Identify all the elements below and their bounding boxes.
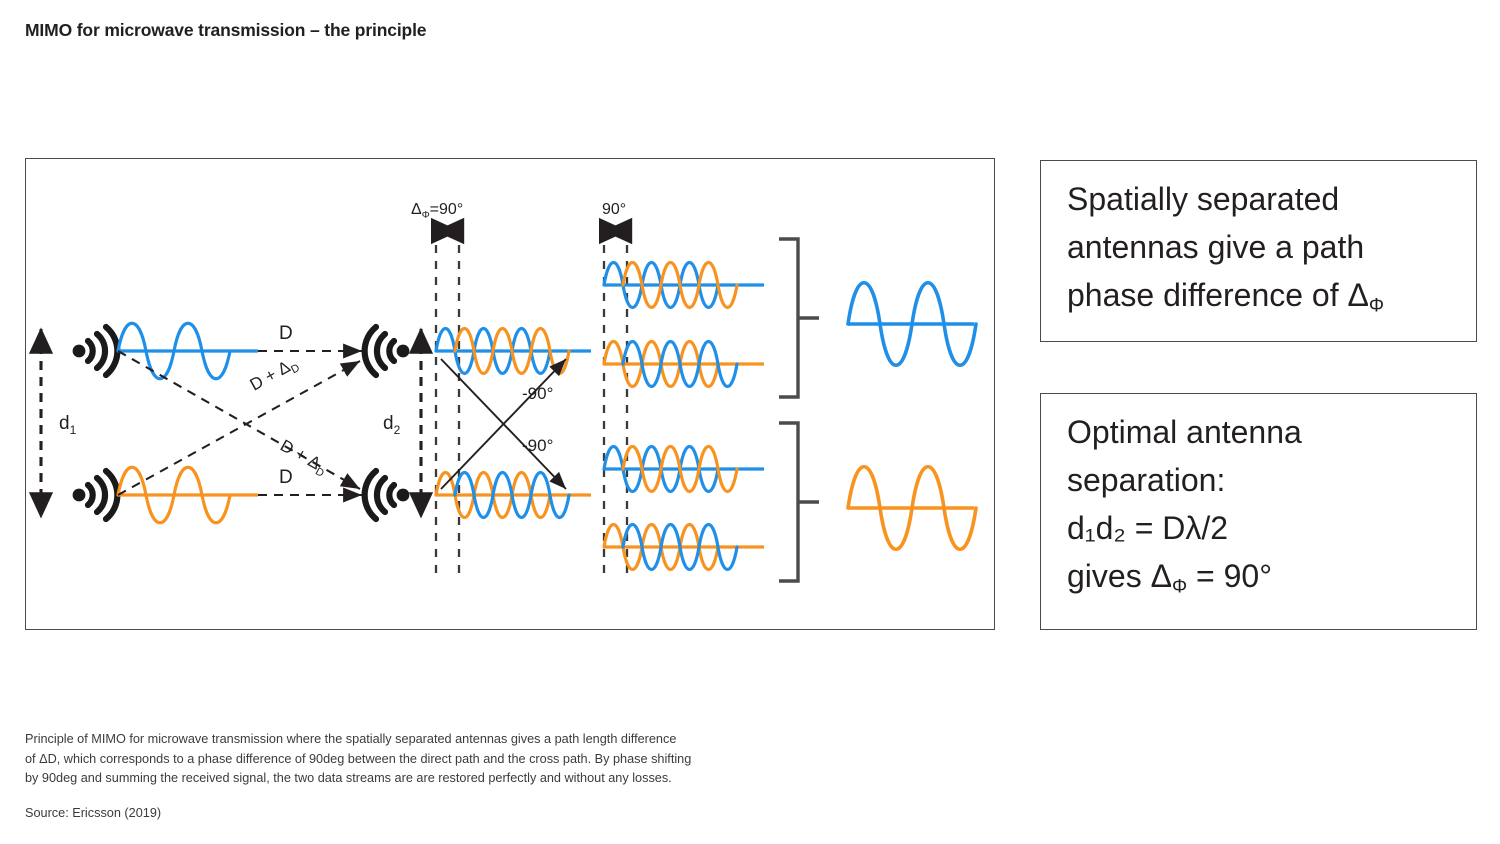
phase-shift-arrow-up: [440, 358, 567, 490]
receive-antenna-top: [361, 323, 410, 379]
label-d1: d1: [59, 413, 77, 437]
callout-2-line-4: gives ΔΦ = 90°: [1067, 552, 1450, 611]
callout-1-line-3: phase difference of ΔΦ: [1067, 271, 1450, 330]
transmit-antenna-top: [72, 323, 121, 379]
label-path-cross-up: D + ΔD: [247, 353, 302, 397]
callout-spatial-separation: Spatially separated antennas give a path…: [1040, 160, 1477, 342]
rx-mixed-top: [434, 327, 591, 375]
shifted-pair-1: [602, 261, 764, 309]
caption-line-2: of ΔD, which corresponds to a phase diff…: [25, 751, 692, 766]
label-shift-top: -90°: [522, 384, 553, 403]
tx-wave-blue: [116, 321, 258, 381]
caption-line-1: Principle of MIMO for microwave transmis…: [25, 732, 677, 746]
caption-line-3: by 90deg and summing the received signal…: [25, 771, 672, 785]
source-line: Source: Ericsson (2019): [25, 806, 162, 820]
callout-1-line-2: antennas give a path: [1067, 229, 1365, 265]
receive-antenna-bottom: [361, 467, 410, 523]
label-shift-bottom: -90°: [522, 436, 553, 455]
callout-2-line-1: Optimal antenna: [1067, 414, 1302, 450]
callout-2-line-4-tail: = 90°: [1187, 558, 1272, 594]
callout-2-line-4-text: gives Δ: [1067, 558, 1172, 594]
page-title: MIMO for microwave transmission – the pr…: [25, 20, 427, 40]
label-path-direct-top: D: [279, 323, 293, 344]
callout-1-line-3-text: phase difference of Δ: [1067, 277, 1369, 313]
label-phase-marker-1: ΔΦ=90°: [411, 201, 463, 221]
summing-bracket-bottom: [779, 421, 819, 583]
path-cross-down: [117, 350, 361, 490]
summing-bracket-top: [779, 237, 819, 399]
shifted-pair-2: [602, 340, 764, 388]
transmit-antenna-bottom: [72, 467, 121, 523]
rx-mixed-bottom: [434, 471, 591, 519]
label-d2: d2: [383, 413, 401, 437]
phase-marker-1: [430, 217, 465, 577]
label-phase-marker-2: 90°: [602, 201, 626, 218]
output-wave-blue: [846, 280, 978, 368]
shifted-pair-3: [602, 445, 764, 493]
callout-2-line-2: separation:: [1067, 462, 1226, 498]
mimo-diagram-panel: d1 d2 D D D + ΔD D + ΔD: [25, 158, 995, 630]
label-path-direct-bottom: D: [279, 467, 293, 488]
path-cross-up: [117, 360, 361, 496]
callout-1-line-3-sub: Φ: [1368, 295, 1385, 317]
callout-2-line-4-sub: Φ: [1171, 576, 1188, 598]
shifted-pair-4: [602, 523, 764, 571]
callout-2-line-3: d₁d₂ = Dλ/2: [1067, 510, 1229, 546]
mimo-diagram-svg: d1 d2 D D D + ΔD D + ΔD: [28, 201, 978, 583]
output-wave-orange: [846, 464, 978, 552]
phase-marker-2: [598, 217, 633, 577]
caption-block: Principle of MIMO for microwave transmis…: [25, 730, 770, 789]
callout-optimal-separation: Optimal antenna separation: d₁d₂ = Dλ/2 …: [1040, 393, 1477, 630]
tx-wave-orange: [116, 465, 258, 525]
callout-1-line-1: Spatially separated: [1067, 181, 1340, 217]
